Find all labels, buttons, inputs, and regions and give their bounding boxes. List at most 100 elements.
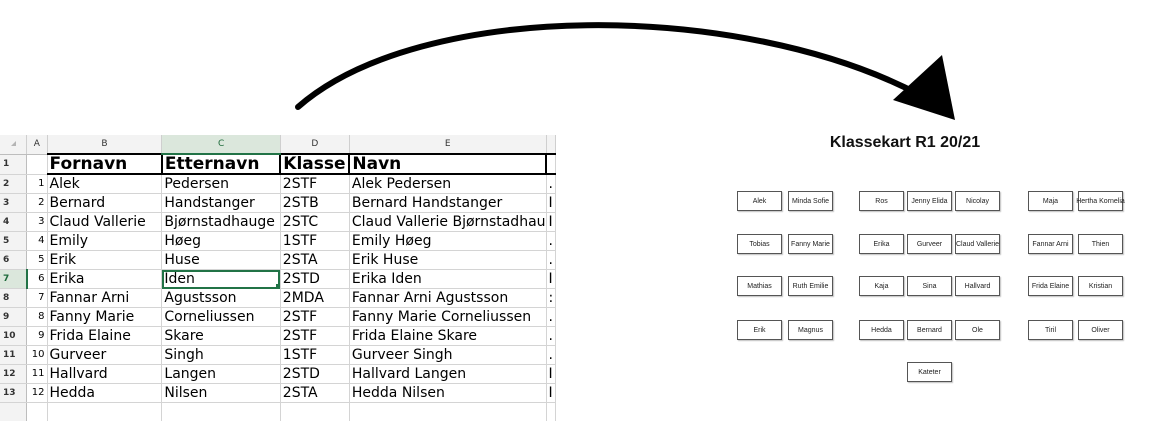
cell-navn[interactable]: Hallvard Langen xyxy=(349,364,547,384)
cell-index[interactable]: 11 xyxy=(26,364,48,384)
cell-f[interactable]: . xyxy=(546,250,556,270)
seat-box[interactable]: Hallvard xyxy=(955,276,1000,296)
cell-klasse[interactable]: 2STF xyxy=(280,307,350,327)
empty-cell[interactable] xyxy=(26,402,48,421)
cell-klasse[interactable]: 1STF xyxy=(280,345,350,365)
seat-box[interactable]: Thien xyxy=(1078,234,1123,254)
cell-etternavn[interactable]: Skare xyxy=(161,326,281,346)
row-header[interactable]: 2 xyxy=(0,174,28,194)
cell-klasse[interactable]: 2STA xyxy=(280,250,350,270)
column-header-f[interactable] xyxy=(546,135,556,155)
cell-klasse[interactable]: 2STA xyxy=(280,383,350,403)
empty-cell[interactable] xyxy=(47,402,163,421)
cell-fornavn[interactable]: Hedda xyxy=(47,383,163,403)
row-header[interactable]: 5 xyxy=(0,231,28,251)
cell-fornavn[interactable]: Claud Vallerie xyxy=(47,212,163,232)
cell-index[interactable]: 2 xyxy=(26,193,48,213)
cell-etternavn[interactable]: Agustsson xyxy=(161,288,281,308)
cell-index[interactable]: 4 xyxy=(26,231,48,251)
row-header[interactable]: 4 xyxy=(0,212,28,232)
seat-box[interactable]: Alek xyxy=(737,191,782,211)
cell-f[interactable]: . xyxy=(546,231,556,251)
header-cell-klasse[interactable]: Klasse xyxy=(280,153,351,175)
seat-box[interactable]: Jenny Elida xyxy=(907,191,952,211)
cell-klasse[interactable]: 2STD xyxy=(280,269,350,289)
seat-box[interactable]: Nicolay xyxy=(955,191,1000,211)
cell-klasse[interactable]: 2STB xyxy=(280,193,350,213)
cell-navn[interactable]: Fanny Marie Corneliussen xyxy=(349,307,547,327)
row-header[interactable]: 1 xyxy=(0,154,28,175)
seat-box[interactable]: Erik xyxy=(737,320,782,340)
cell-klasse[interactable]: 2STF xyxy=(280,326,350,346)
cell-etternavn[interactable]: Huse xyxy=(161,250,281,270)
cell-f[interactable]: : xyxy=(546,288,556,308)
seat-box[interactable]: Hedda xyxy=(859,320,904,340)
row-header[interactable]: 9 xyxy=(0,307,28,327)
cell-klasse[interactable]: 2STF xyxy=(280,174,350,194)
cell-index[interactable]: 7 xyxy=(26,288,48,308)
cell-index[interactable]: 9 xyxy=(26,326,48,346)
active-cell[interactable]: Iden xyxy=(161,269,281,289)
seat-box[interactable]: Oliver xyxy=(1078,320,1123,340)
fill-handle[interactable] xyxy=(275,284,280,288)
empty-cell[interactable] xyxy=(161,402,281,421)
seat-box[interactable]: Ros xyxy=(859,191,904,211)
cell-fornavn[interactable]: Erik xyxy=(47,250,163,270)
seat-box[interactable]: Gurveer xyxy=(907,234,952,254)
cell-klasse[interactable]: 1STF xyxy=(280,231,350,251)
cell-fornavn[interactable]: Fannar Arni xyxy=(47,288,163,308)
cell-f[interactable]: . xyxy=(546,307,556,327)
cell-etternavn[interactable]: Handstanger xyxy=(161,193,281,213)
cell-index[interactable]: 6 xyxy=(26,269,48,289)
seat-box[interactable]: Fanny Marie xyxy=(788,234,833,254)
seat-box[interactable]: Claud Vallerie xyxy=(955,234,1000,254)
cell-index[interactable]: 10 xyxy=(26,345,48,365)
cell-navn[interactable]: Hedda Nilsen xyxy=(349,383,547,403)
empty-cell[interactable] xyxy=(280,402,350,421)
seat-box[interactable]: Magnus xyxy=(788,320,833,340)
cell-navn[interactable]: Fannar Arni Agustsson xyxy=(349,288,547,308)
seat-box[interactable]: Sina xyxy=(907,276,952,296)
cell-a1[interactable] xyxy=(26,154,48,175)
cell-f[interactable]: . xyxy=(546,345,556,365)
cell-klasse[interactable]: 2MDA xyxy=(280,288,350,308)
cell-navn[interactable]: Claud Vallerie Bjørnstadhau xyxy=(349,212,547,232)
column-header-a[interactable]: A xyxy=(26,135,48,155)
seat-box[interactable]: Tobias xyxy=(737,234,782,254)
cell-index[interactable]: 8 xyxy=(26,307,48,327)
cell-fornavn[interactable]: Erika xyxy=(47,269,163,289)
cell-fornavn[interactable]: Gurveer xyxy=(47,345,163,365)
cell-etternavn[interactable]: Pedersen xyxy=(161,174,281,194)
row-header[interactable]: 11 xyxy=(0,345,28,365)
seat-box[interactable]: Erika xyxy=(859,234,904,254)
cell-etternavn[interactable]: Langen xyxy=(161,364,281,384)
row-header[interactable]: 8 xyxy=(0,288,28,308)
seat-box[interactable]: Bernard xyxy=(907,320,952,340)
column-header-c[interactable]: C xyxy=(161,135,281,155)
cell-etternavn[interactable]: Nilsen xyxy=(161,383,281,403)
header-cell-fornavn[interactable]: Fornavn xyxy=(47,153,163,175)
column-header-e[interactable]: E xyxy=(349,135,547,155)
header-cell-etternavn[interactable]: Etternavn xyxy=(161,153,282,175)
cell-etternavn[interactable]: Høeg xyxy=(161,231,281,251)
row-header[interactable]: 10 xyxy=(0,326,28,346)
seat-box[interactable]: Frida Elaine xyxy=(1028,276,1073,296)
cell-f[interactable]: I xyxy=(546,383,556,403)
seat-box[interactable]: Hertha Kornelia xyxy=(1076,191,1125,211)
spreadsheet[interactable]: A B C D E 1 Fornavn Etternavn Klasse Nav… xyxy=(0,135,556,421)
cell-index[interactable]: 12 xyxy=(26,383,48,403)
cell-index[interactable]: 5 xyxy=(26,250,48,270)
header-cell-navn[interactable]: Navn xyxy=(349,153,548,175)
cell-navn[interactable]: Gurveer Singh xyxy=(349,345,547,365)
empty-cell[interactable] xyxy=(546,402,556,421)
cell-navn[interactable]: Erika Iden xyxy=(349,269,547,289)
seat-box[interactable]: Kristian xyxy=(1078,276,1123,296)
cell-f[interactable]: . xyxy=(546,326,556,346)
cell-klasse[interactable]: 2STD xyxy=(280,364,350,384)
cell-etternavn[interactable]: Singh xyxy=(161,345,281,365)
cell-klasse[interactable]: 2STC xyxy=(280,212,350,232)
cell-index[interactable]: 3 xyxy=(26,212,48,232)
select-all-corner[interactable] xyxy=(0,135,28,155)
cell-navn[interactable]: Erik Huse xyxy=(349,250,547,270)
cell-navn[interactable]: Frida Elaine Skare xyxy=(349,326,547,346)
